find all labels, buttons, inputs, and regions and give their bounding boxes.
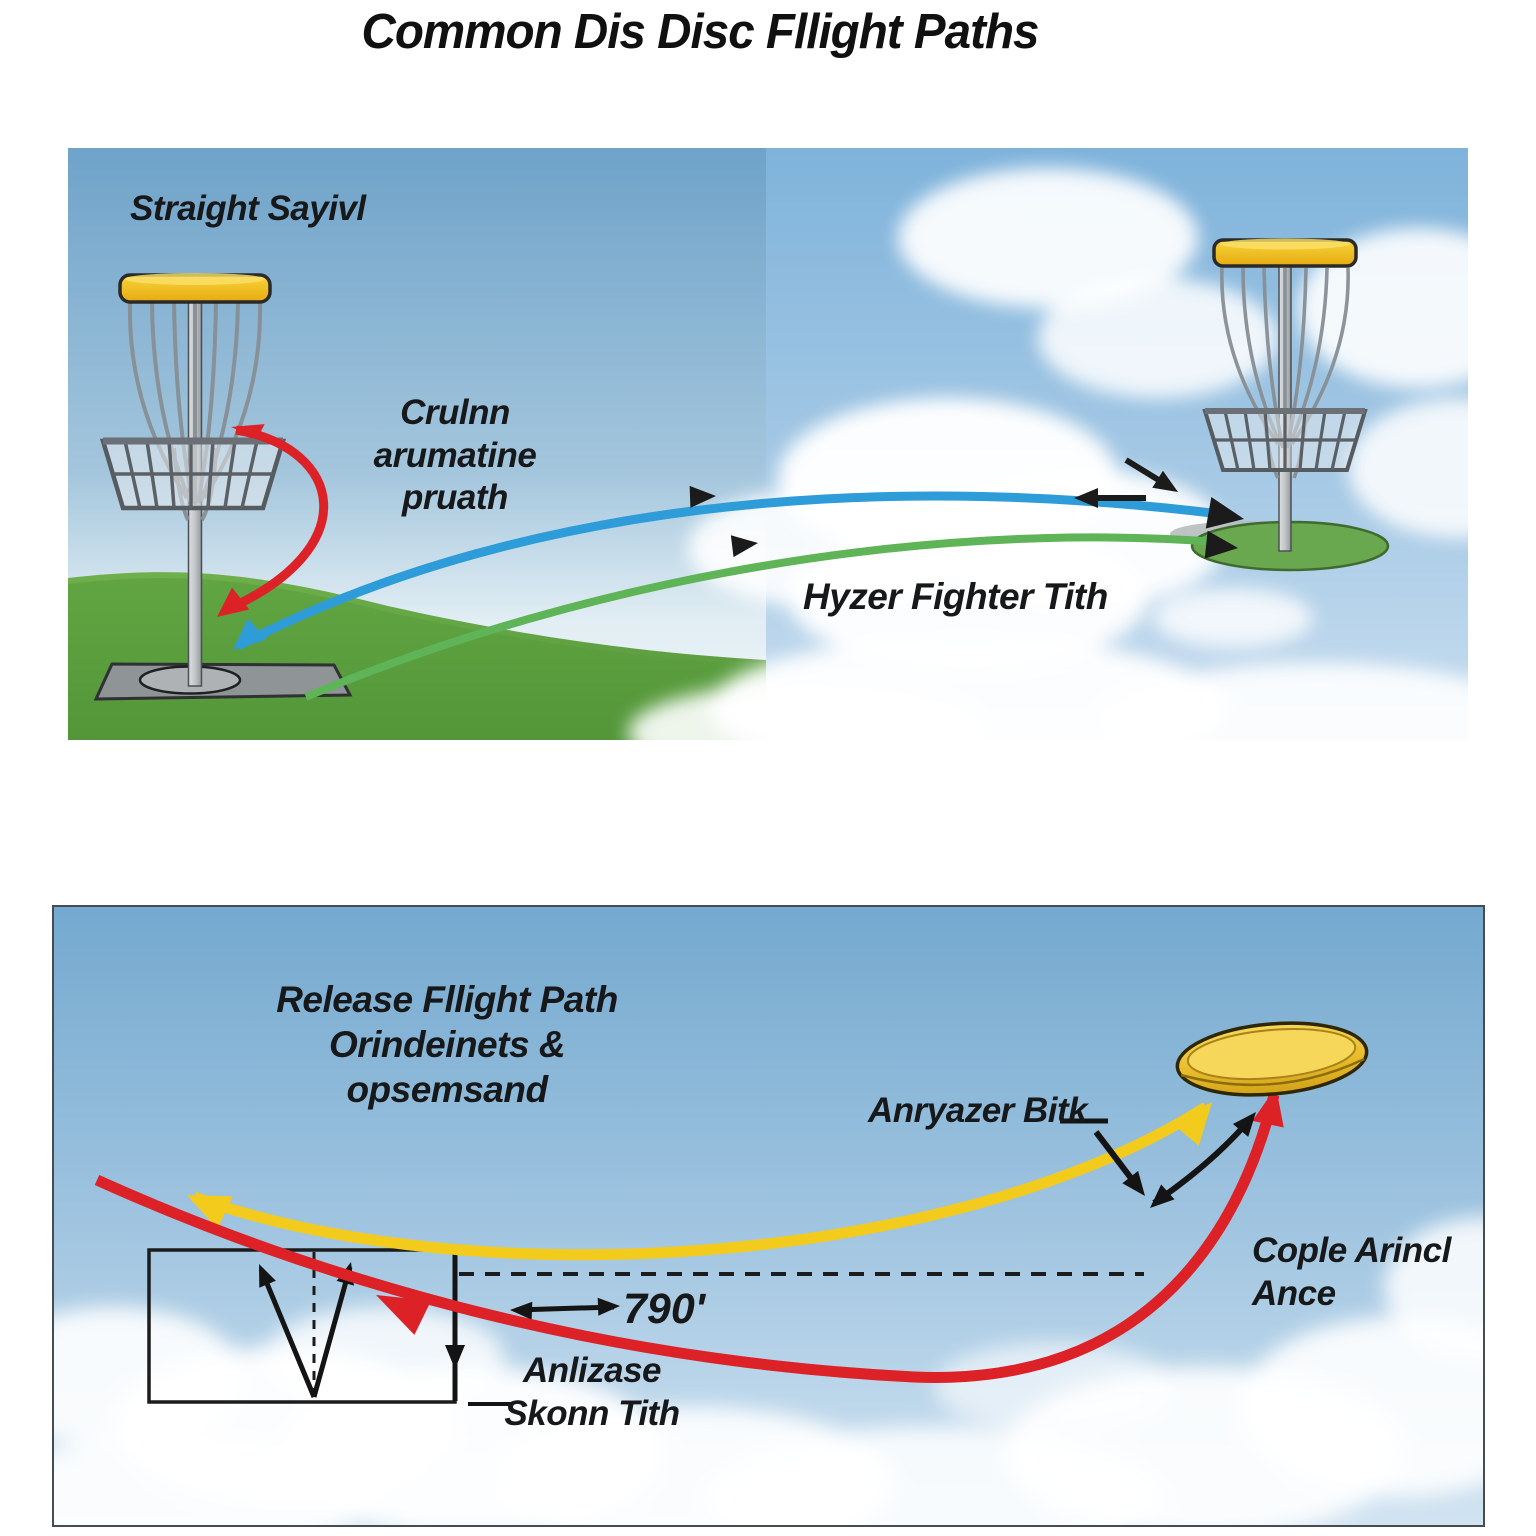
distance-arrow-line <box>515 1304 615 1313</box>
black-mid-arrowhead-blue <box>689 485 716 508</box>
label-distance: 790' <box>623 1285 705 1333</box>
red-arrowhead-disc <box>1252 1087 1284 1128</box>
band-highlight <box>1220 238 1350 250</box>
red-arrowhead-bottom <box>217 587 250 617</box>
disc-rim-line <box>1180 1057 1365 1087</box>
flying-disc <box>1175 1021 1369 1097</box>
black-end-arrowhead-blue <box>1205 496 1244 529</box>
black-diagonal-arrowhead <box>1152 470 1178 492</box>
disc-golf-basket-right <box>1202 238 1368 552</box>
green-flight-path <box>304 530 1238 701</box>
right-scene <box>628 148 1468 740</box>
diagram-title: Common Dis Disc Fllight Paths <box>361 5 1040 59</box>
label-straight-flight: Straight Sayivl <box>130 189 366 228</box>
red-path <box>94 1093 1280 1383</box>
rotation-arrowhead-top <box>1232 1112 1256 1137</box>
top-panel-art <box>68 148 1468 740</box>
disc-golf-basket-left <box>99 273 287 687</box>
basket-tray <box>1202 408 1368 472</box>
clouds <box>54 1217 1483 1525</box>
black-end-arrowhead-green <box>1204 530 1238 559</box>
bottom-panel-art <box>54 907 1483 1525</box>
yellow-flight-curve <box>187 1102 1212 1261</box>
clouds <box>628 168 1468 740</box>
top-panel: Straight Sayivl Crulnn arumatine pruath … <box>68 148 1468 740</box>
label-anhyzer: Anryazer Bitk <box>868 1091 1088 1130</box>
anhyzer-pointer-arrowhead <box>1122 1170 1145 1196</box>
yellow-arrowhead-right <box>1171 1102 1212 1146</box>
v-arrowhead-left <box>259 1264 276 1288</box>
label-hyzer-flight: Hyzer Fighter Tith <box>803 576 1108 617</box>
v-arrow-right-line <box>311 1266 353 1398</box>
basket-annotation-arrows <box>1074 457 1178 508</box>
yellow-arrowhead-left <box>187 1195 233 1230</box>
v-arrow-left-line <box>258 1268 317 1398</box>
distance-arrowhead-right <box>597 1297 620 1316</box>
red-skip-path <box>224 425 329 615</box>
disc-top-face <box>1186 1028 1357 1081</box>
blue-flight-path <box>233 485 1244 650</box>
measurement-box <box>147 1248 465 1404</box>
rotation-double-arrow <box>1150 1112 1256 1208</box>
distance-arrow <box>510 1297 620 1320</box>
black-mid-arrowhead-green <box>730 535 758 558</box>
label-curve-path: Crulnn arumatine pruath <box>373 393 537 518</box>
blue-arrowhead <box>233 618 267 650</box>
tray-grid <box>113 440 273 509</box>
green-path <box>304 533 1219 701</box>
label-anlizase: Anlizase Skonn Tith <box>504 1351 680 1433</box>
tray-grid <box>1214 410 1356 471</box>
label-couple-angle: Cople Arincl Ance <box>1252 1231 1451 1313</box>
drop-arrowhead <box>445 1345 465 1369</box>
rotation-arrowhead-bottom <box>1150 1184 1175 1208</box>
distance-arrowhead-left <box>510 1301 533 1320</box>
basket-tray <box>99 437 287 511</box>
grass-shade <box>68 578 766 740</box>
red-skip-arrow <box>217 424 329 617</box>
black-left-arrowhead <box>1074 488 1098 508</box>
red-mid-arrowhead <box>376 1295 432 1335</box>
red-arrowhead-top <box>231 424 265 439</box>
bottom-panel: Release Fllight Path Orindeinets & opsem… <box>52 905 1485 1527</box>
yellow-path <box>192 1102 1209 1261</box>
label-leaders <box>468 1118 1145 1406</box>
red-flight-curve <box>94 1087 1284 1383</box>
band-highlight <box>125 273 265 285</box>
blue-path <box>235 491 1221 650</box>
label-release-heading: Release Fllight Path Orindeinets & opsem… <box>276 979 618 1111</box>
